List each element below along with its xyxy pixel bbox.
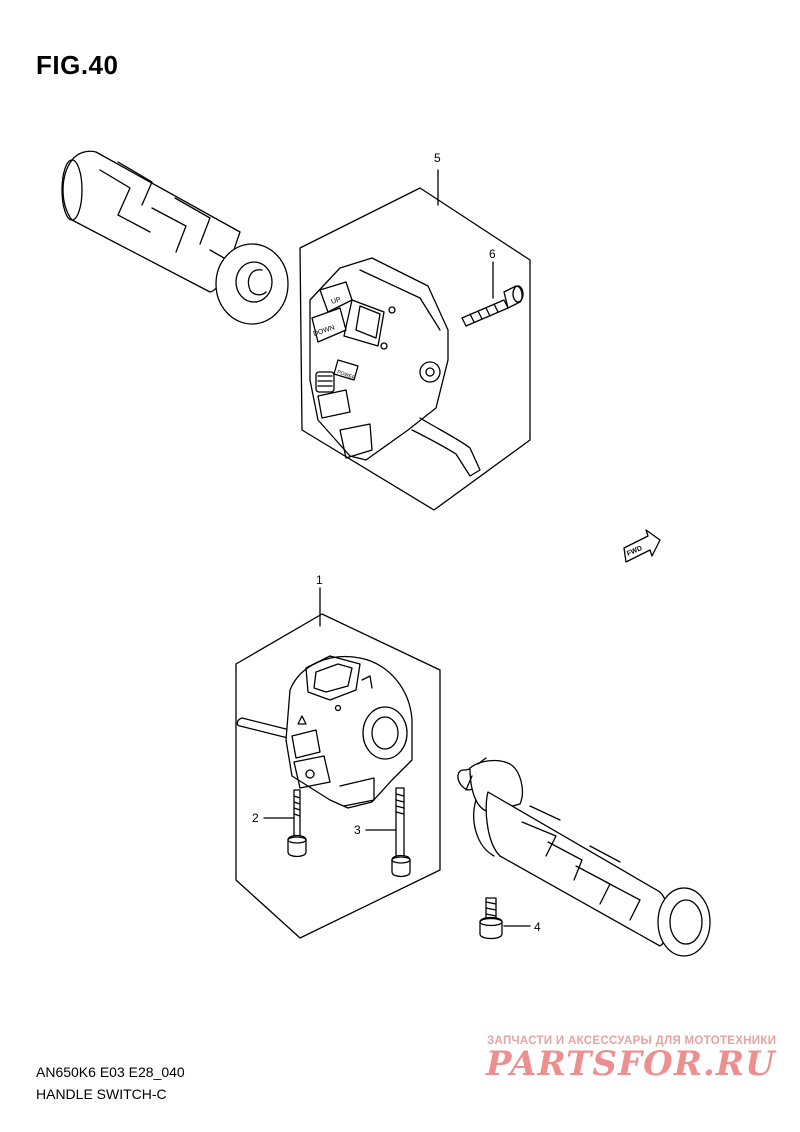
screw-part-3 xyxy=(391,787,411,878)
upper-frame-hexagon xyxy=(299,187,531,511)
watermark-brand: PARTSFOR.RU xyxy=(486,1044,776,1084)
left-grip xyxy=(61,150,289,325)
figure-title: FIG.40 xyxy=(36,50,119,80)
right-grip xyxy=(457,757,711,957)
model-code: AN650K6 E03 E28_040 xyxy=(36,1064,185,1080)
watermark-subtitle: ЗАПЧАСТИ И АКСЕССУАРЫ ДЛЯ МОТОТЕХНИКИ xyxy=(487,1035,777,1047)
callout-4: 4 xyxy=(534,920,541,934)
screw-part-6 xyxy=(461,285,524,327)
fwd-arrow-badge xyxy=(623,529,661,563)
callout-3: 3 xyxy=(354,823,361,837)
section-name: HANDLE SWITCH-C xyxy=(36,1086,167,1102)
callout-5: 5 xyxy=(434,151,441,165)
screw-part-4 xyxy=(479,897,503,940)
screw-part-2 xyxy=(287,789,307,858)
callout-6: 6 xyxy=(489,247,496,261)
left-handle-switch xyxy=(236,655,413,809)
callout-2: 2 xyxy=(252,811,259,825)
switch-label-up: UP xyxy=(330,296,342,306)
callout-1: 1 xyxy=(316,573,323,587)
lower-frame-hexagon xyxy=(235,613,441,939)
right-handle-switch xyxy=(309,257,481,477)
